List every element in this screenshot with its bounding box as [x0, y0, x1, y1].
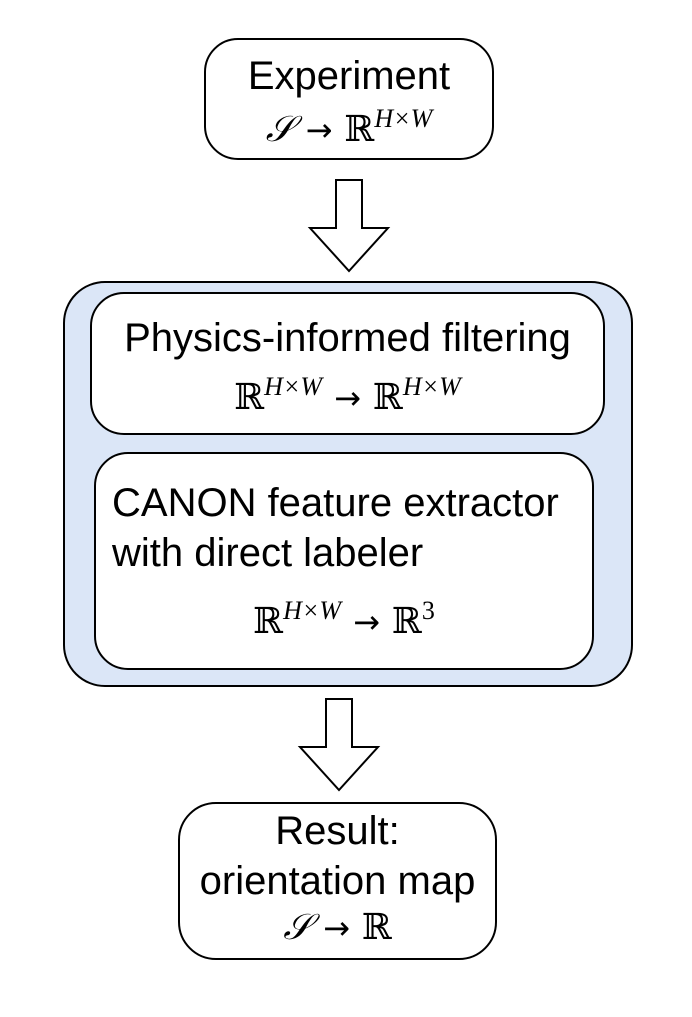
filtering-domain-sup: H×W — [264, 372, 323, 401]
filtering-box: Physics-informed filtering ℝH×W→ℝH×W — [90, 292, 605, 435]
experiment-codomain-sup: H×W — [374, 104, 433, 133]
result-title-line1: Result: — [275, 809, 400, 853]
experiment-title: Experiment — [247, 54, 451, 98]
filtering-arrow: → — [334, 379, 361, 417]
canon-box: CANON feature extractor with direct labe… — [94, 452, 594, 670]
canon-codomain-sup: 3 — [421, 596, 435, 625]
experiment-arrow: → — [305, 111, 333, 149]
experiment-mapping: 𝒮 → ℝH×W — [206, 106, 492, 152]
result-mapping: 𝒮 → ℝ — [180, 906, 495, 950]
result-arrow: → — [323, 909, 350, 947]
filtering-mapping: ℝH×W→ℝH×W — [92, 374, 603, 420]
experiment-domain: 𝒮 — [265, 109, 294, 150]
result-domain: 𝒮 — [283, 907, 312, 948]
filtering-domain: ℝ — [234, 377, 265, 418]
filtering-codomain: ℝ — [372, 377, 403, 418]
canon-domain-sup: H×W — [283, 596, 342, 625]
experiment-box: Experiment 𝒮 → ℝH×W — [204, 38, 494, 160]
experiment-codomain: ℝ — [344, 109, 375, 150]
down-arrow-icon — [297, 698, 381, 792]
canon-title-line2: with direct labeler — [112, 531, 424, 575]
filtering-codomain-sup: H×W — [402, 372, 461, 401]
down-arrow-icon — [307, 179, 391, 273]
filtering-title: Physics-informed filtering — [124, 316, 571, 360]
canon-mapping: ℝH×W→ℝ3 — [96, 598, 592, 644]
canon-domain: ℝ — [253, 601, 284, 642]
canon-codomain: ℝ — [391, 601, 422, 642]
result-codomain: ℝ — [361, 907, 392, 948]
result-title-line2: orientation map — [199, 859, 476, 903]
canon-title-line1: CANON feature extractor — [112, 481, 559, 525]
canon-arrow: → — [353, 603, 380, 641]
result-box: Result: orientation map 𝒮 → ℝ — [178, 802, 497, 960]
